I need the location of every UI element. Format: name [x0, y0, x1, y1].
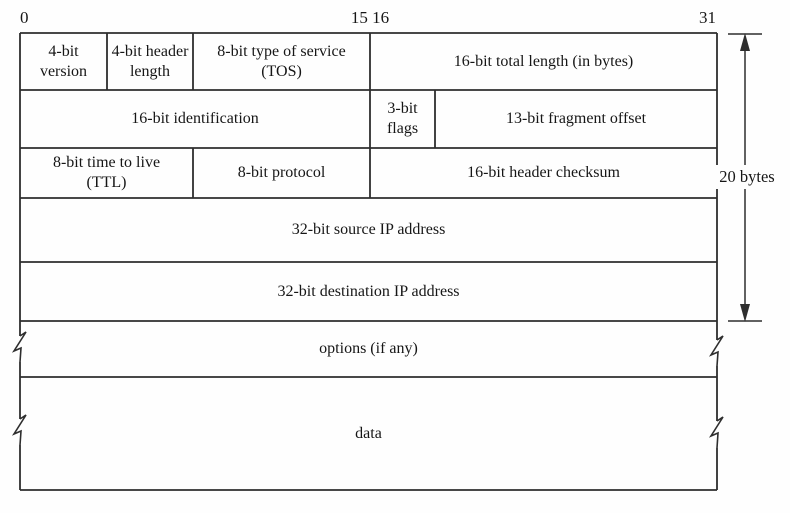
- field-version: 4-bit version: [39, 42, 88, 80]
- bit-label-0: 0: [20, 8, 29, 27]
- bit-label-15-16: 15 16: [350, 8, 390, 27]
- field-fragment-offset: 13-bit fragment offset: [505, 110, 647, 128]
- border-break-marks: [11, 331, 724, 449]
- field-source-ip-address: 32-bit source IP address: [291, 221, 446, 239]
- field-destination-ip-address: 32-bit destination IP address: [277, 282, 460, 300]
- field-data: data: [355, 424, 382, 442]
- break-mark-data-right: [708, 416, 724, 449]
- field-header-checksum: 16-bit header checksum: [467, 164, 620, 182]
- byte-count-label: 20 bytes: [714, 165, 780, 189]
- field-time-to-live: 8-bit time to live (TTL): [52, 154, 161, 191]
- field-header-length: 4-bit header length: [111, 42, 189, 80]
- arrowhead-up-icon: [740, 33, 750, 51]
- break-mark-data-left: [11, 414, 27, 446]
- field-identification: 16-bit identification: [131, 110, 259, 128]
- arrowhead-down-icon: [740, 304, 750, 322]
- field-options: options (if any): [319, 340, 418, 358]
- field-total-length: 16-bit total length (in bytes): [453, 52, 634, 70]
- field-protocol: 8-bit protocol: [237, 164, 326, 182]
- field-flags: 3-bit flags: [386, 100, 419, 137]
- break-mark-options-right: [708, 335, 724, 367]
- bit-label-31: 31: [699, 8, 716, 27]
- break-mark-options-left: [11, 331, 27, 363]
- field-type-of-service: 8-bit type of service (TOS): [217, 42, 346, 80]
